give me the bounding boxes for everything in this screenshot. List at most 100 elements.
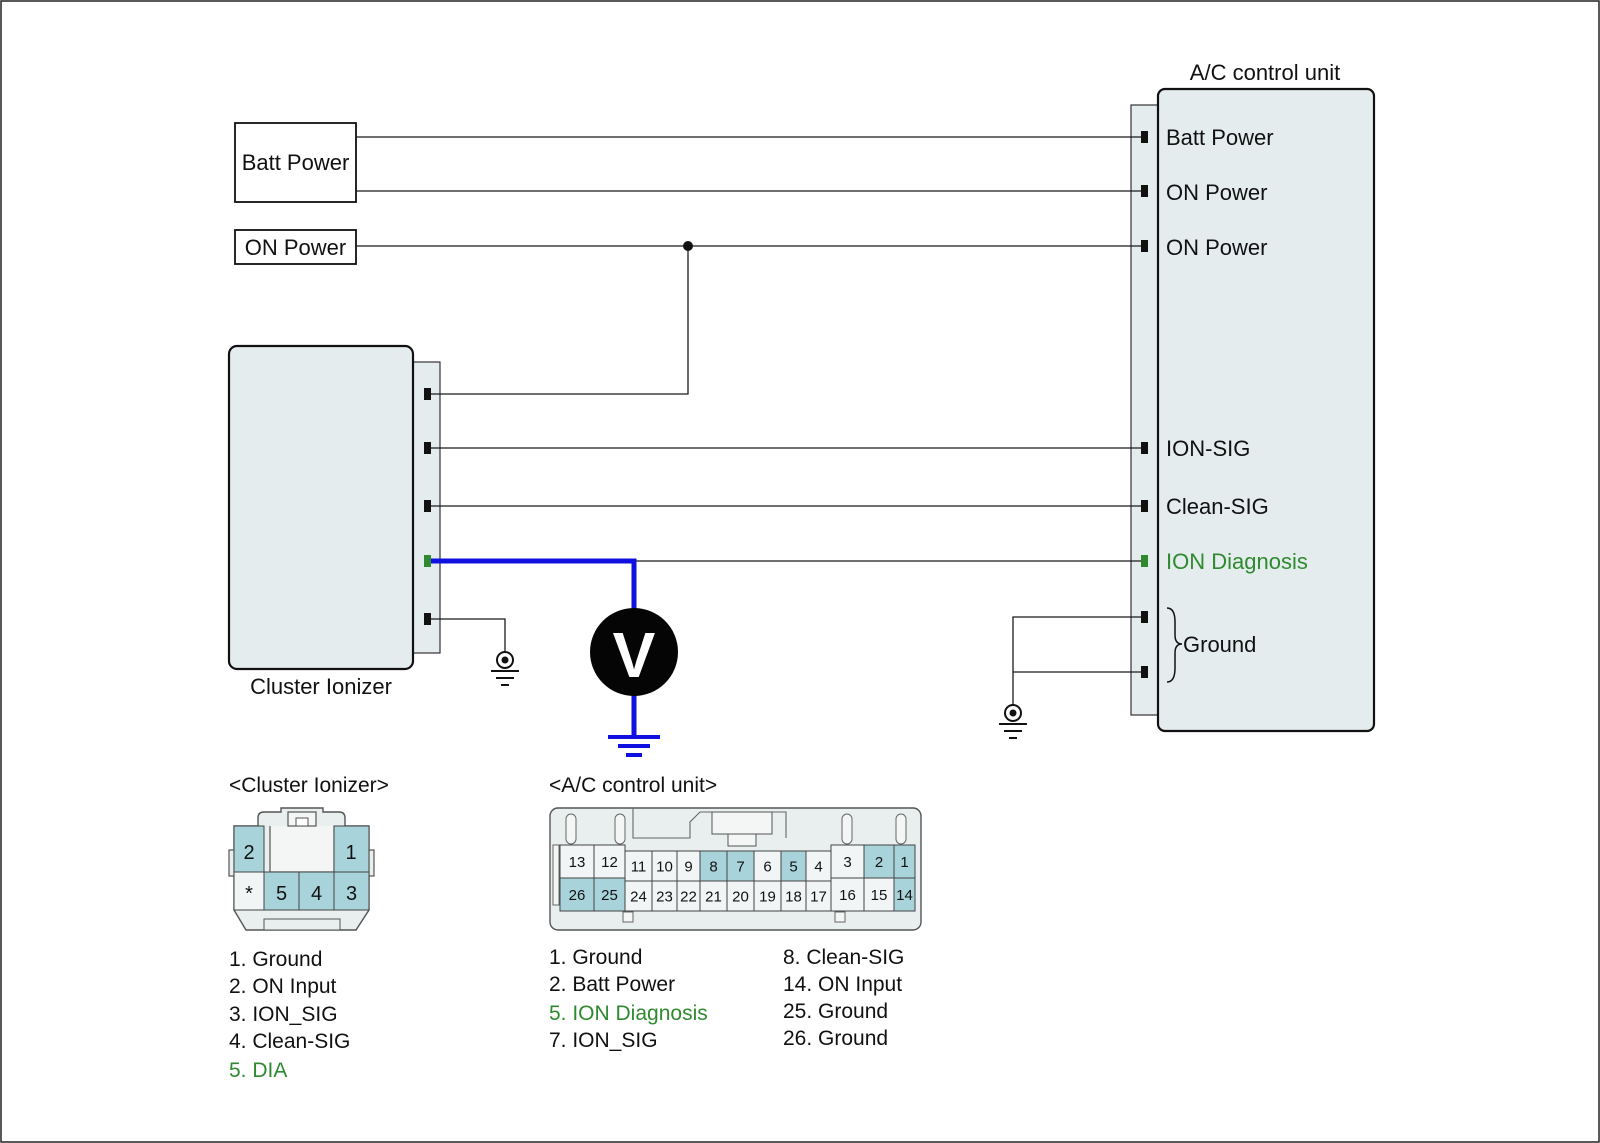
ionizer-terminal [424,388,431,400]
ac-pin-label-on-power: ON Power [1166,235,1267,260]
ac-pin-number: 6 [763,859,771,876]
cluster-pin-cell [233,871,265,911]
on-power-source-label: ON Power [245,235,346,260]
ac-pin-number: 26 [569,887,586,904]
ac-connector-title: <A/C control unit> [549,774,717,797]
cluster-ionizer-title: Cluster Ionizer [250,674,392,699]
cluster-pin-number: 3 [346,883,357,905]
cluster-connector-side-tab [368,849,375,877]
ac-pin-label-clean-sig: Clean-SIG [1166,494,1269,519]
cluster-pin-cell [233,825,265,873]
ac-pin-cell [805,880,832,912]
cluster-pin-cell [333,825,370,873]
ac-legend-item: 25. Ground [783,1000,888,1023]
ac-pin-number: 10 [656,859,673,876]
ac-pin-number: 22 [680,889,697,906]
ac-pin-cell [699,880,728,912]
batt-power-source: Batt Power [234,122,357,203]
ionizer-terminal [424,442,431,454]
ac-control-unit: A/C control unit [1130,60,1376,733]
ac-pin-number: 2 [875,854,883,871]
ac-terminal-diagnosis [1141,555,1148,567]
cluster-pin-cell [298,871,335,911]
cluster-legend-item: 2. ON Input [229,975,337,998]
ac-pin-number: 7 [736,859,744,876]
ac-terminal [1141,442,1148,454]
ac-pin-number: 24 [630,889,647,906]
ac-pin-cell [559,877,595,912]
ac-legend-item: 26. Ground [783,1027,888,1050]
ac-connector-legend: 1. Ground 2. Batt Power 5. ION Diagnosis… [549,946,904,1052]
wires [356,136,1142,705]
ac-pin-number: 5 [789,859,797,876]
ionizer-terminal-diagnosis [424,555,431,567]
ac-legend-item: 2. Batt Power [549,973,675,996]
ac-pin-cell [651,850,678,882]
ac-pin-cell [699,850,728,882]
cluster-ionizer-unit: Cluster Ionizer [227,344,441,699]
ionizer-terminals [424,388,431,625]
ac-pin-number: 1 [900,854,908,871]
cluster-connector-title: <Cluster Ionizer> [229,774,389,797]
ac-connector-foot [622,911,634,923]
ac-pin-label-ground: Ground [1183,632,1256,657]
cluster-connector-legend: 1. Ground 2. ON Input 3. ION_SIG 4. Clea… [229,948,350,1082]
ac-terminal [1141,666,1148,678]
ac-connector-post [565,813,577,845]
cluster-connector-latch-hole [295,817,309,827]
ac-terminal [1141,185,1148,197]
ac-legend-item: 8. Clean-SIG [783,946,904,969]
ionizer-terminal [424,500,431,512]
ground-brace-icon [1166,607,1183,683]
ac-pin-number: 15 [871,887,888,904]
ac-pin-cell [893,877,916,912]
ac-unit-pin-labels: Batt Power ON Power ON Power ION-SIG Cle… [1166,125,1308,683]
cluster-pin-number: 4 [311,883,322,905]
ac-legend-item-highlight: 5. ION Diagnosis [549,1002,708,1025]
ac-connector-foot [834,911,846,923]
ac-pin-cell [830,844,865,879]
ac-connector-key-outline [632,808,787,839]
cluster-pin-number: * [245,883,253,905]
voltmeter-symbol: V [613,619,656,691]
ac-legend-item: 7. ION_SIG [549,1029,658,1052]
ac-pin-cell [863,844,895,879]
wire-ionizer-ground [430,618,506,652]
ac-pin-number: 8 [709,859,717,876]
cluster-pin-cell [333,871,370,911]
ac-pin-cell [624,880,653,912]
ac-pin-number: 4 [814,859,822,876]
ac-pin-number: 19 [759,889,776,906]
cluster-connector-side-tab [228,849,235,877]
ac-connector-post [841,813,853,845]
ac-legend-item: 14. ON Input [783,973,902,996]
cluster-pin-cell [263,871,300,911]
cluster-legend-item-highlight: 5. DIA [229,1059,287,1082]
ac-pin-cell [830,877,865,912]
ac-unit-title: A/C control unit [1190,60,1340,85]
ac-pin-cell [753,850,782,882]
ac-pin-cell [726,850,755,882]
ac-pin-number: 18 [785,889,802,906]
cluster-pin-number: 5 [276,883,287,905]
on-power-source: ON Power [234,229,357,265]
ac-pin-label-ion-sig: ION-SIG [1166,436,1250,461]
ac-pin-number: 13 [569,854,586,871]
ac-terminal [1141,131,1148,143]
ac-pin-number: 23 [656,889,673,906]
ac-legend-item: 1. Ground [549,946,642,969]
ionizer-ground-icon [491,651,519,686]
ac-connector-post [895,813,907,845]
ac-pin-cell [726,880,755,912]
cluster-ionizer-connector: <Cluster Ionizer> 2 1 * 5 4 3 [228,774,389,931]
ac-connector-pin-grid: 1326122511241023922821720619518417316215… [559,844,916,912]
ac-terminal [1141,240,1148,252]
ac-unit-terminals [1141,131,1148,678]
cluster-connector-bottom-key [263,918,341,931]
ac-pin-cell [753,880,782,912]
cluster-ionizer-body [227,344,415,671]
ac-pin-number: 3 [843,854,851,871]
cluster-pin-number: 1 [345,842,356,864]
cluster-pin-number: 2 [243,842,254,864]
